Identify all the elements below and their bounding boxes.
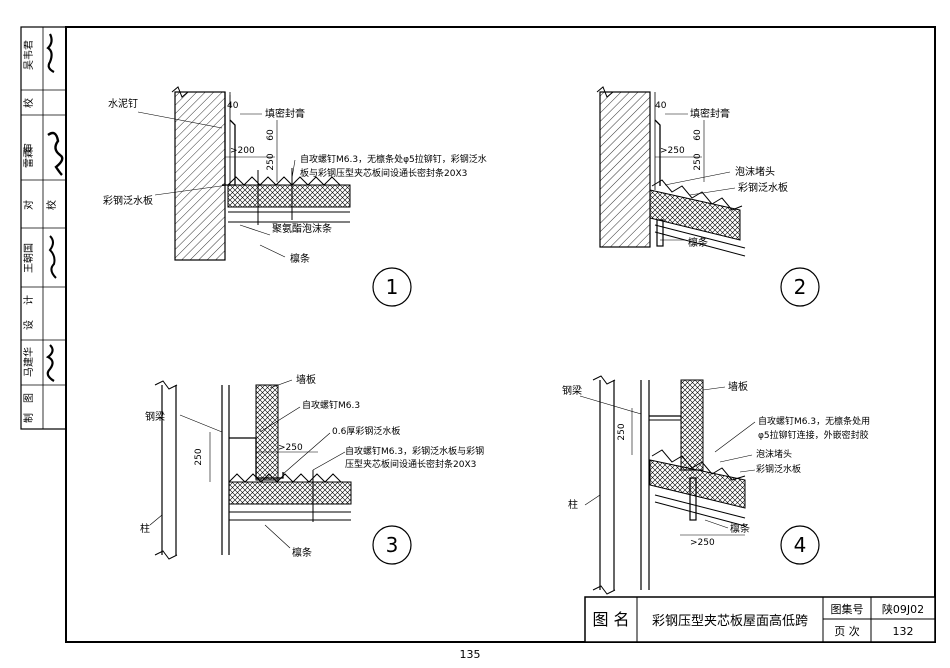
d4-label-beam: 钢梁 — [562, 384, 582, 397]
title-block-atlas-label: 图集号 — [831, 602, 864, 616]
d4-label-purlin: 檩条 — [730, 522, 750, 535]
d2-dim-250b: 250 — [693, 153, 703, 170]
side-cell-4: 对 — [22, 200, 35, 210]
d2-label-sealant: 填密封膏 — [690, 107, 730, 120]
d3-label-column: 柱 — [140, 522, 150, 535]
d4-number-circle — [780, 525, 820, 565]
detail-3: 250 >250 墙板 钢梁 自攻螺钉M6.3 0.6厚彩钢泛水板 自攻螺钉M6… — [140, 373, 484, 565]
d1-sandwich-panel — [227, 184, 351, 208]
side-cell-0: 吴韦君 — [23, 40, 35, 70]
d4-dim-250: 250 — [617, 423, 627, 440]
d4-label-column: 柱 — [568, 498, 578, 511]
d4-label-flashing: 彩钢泛水板 — [756, 463, 801, 475]
d3-wall-panel — [255, 384, 279, 481]
d1-wall — [174, 91, 226, 261]
detail-1: 40 60 250 >200 水泥钉 填密封膏 自攻螺钉M6.3，无檩条处φ5拉… — [103, 86, 487, 307]
d2-sandwich-panel — [649, 189, 741, 241]
d1-label-foam-strip: 聚氨酯泡沫条 — [272, 222, 332, 235]
d3-label-screw-note-1: 自攻螺钉M6.3，彩钢泛水板与彩钢 — [345, 445, 484, 457]
d1-number-circle — [372, 267, 412, 307]
side-cell-1: 校 — [22, 98, 35, 108]
title-block-name-label: 图 名 — [592, 610, 629, 629]
side-cell-5: 校 — [45, 200, 58, 210]
d4-number: 4 — [794, 533, 807, 557]
detail-4: 250 >250 钢梁 墙板 自攻螺钉M6.3，无檩条处用 φ5拉铆钉连接，外嵌… — [562, 375, 870, 595]
side-strip: 吴韦君 校 审 雷霖 对 校 王朝国 计 设 马建华 图 制 — [20, 26, 67, 430]
d1-label-flashing: 彩钢泛水板 — [103, 194, 153, 207]
signature-1 — [46, 33, 55, 73]
side-cell-10: 图 — [23, 393, 35, 403]
d4-label-screw-1: 自攻螺钉M6.3，无檩条处用 — [758, 415, 870, 427]
d3-number: 3 — [386, 533, 399, 557]
d3-label-purlin: 檩条 — [292, 546, 312, 559]
d4-dim-250b: >250 — [690, 538, 715, 548]
d3-label-screw-note-2: 压型夹芯板间设通长密封条20X3 — [345, 458, 476, 470]
d1-label-nail: 水泥钉 — [108, 97, 138, 110]
d2-label-purlin: 檩条 — [688, 236, 708, 249]
title-block-page-value: 132 — [893, 625, 914, 638]
d3-sandwich-panel — [228, 481, 352, 505]
page-number: 135 — [460, 648, 481, 661]
d1-number: 1 — [386, 275, 399, 299]
side-cell-11: 制 — [22, 413, 35, 423]
side-cell-8: 设 — [23, 320, 35, 330]
d2-dim-250a: >250 — [660, 146, 685, 156]
detail-2: 40 60 250 >250 填密封膏 泡沫堵头 彩钢泛水板 檩条 2 — [596, 86, 820, 307]
d1-label-purlin: 檩条 — [290, 252, 310, 265]
signature-4 — [45, 344, 55, 382]
d3-number-circle — [372, 525, 412, 565]
d2-number-circle — [780, 267, 820, 307]
d2-wall — [599, 91, 651, 248]
side-cell-2: 审 — [22, 143, 35, 153]
d2-number: 2 — [794, 275, 807, 299]
d3-label-screw: 自攻螺钉M6.3 — [302, 399, 360, 411]
d4-wall-panel — [680, 379, 704, 471]
signature-2 — [47, 131, 64, 176]
title-block-title: 彩钢压型夹芯板屋面高低跨 — [652, 613, 808, 629]
d1-label-screw-2: 板与彩钢压型夹芯板间设通长密封条20X3 — [300, 167, 467, 179]
d1-label-screw-1: 自攻螺钉M6.3，无檩条处φ5拉铆钉，彩钢泛水 — [300, 153, 487, 165]
d3-dim-250b: >250 — [278, 443, 303, 453]
d4-label-foam-plug: 泡沫堵头 — [756, 448, 792, 460]
side-cell-9: 马建华 — [22, 347, 35, 377]
d2-label-flashing: 彩钢泛水板 — [738, 181, 788, 194]
d3-label-wall-panel: 墙板 — [296, 373, 316, 386]
title-block-atlas-value: 陕09J02 — [882, 602, 924, 616]
side-cell-7: 计 — [22, 295, 35, 305]
d1-dim-40: 40 — [227, 101, 239, 111]
d1-dim-250: 250 — [266, 153, 276, 170]
side-cell-6: 王朝国 — [23, 243, 35, 273]
side-cell-3: 雷霖 — [23, 148, 35, 168]
title-block-page-label: 页 次 — [834, 624, 860, 638]
title-block: 图 名 彩钢压型夹芯板屋面高低跨 图集号 陕09J02 页 次 132 — [584, 596, 936, 643]
d1-label-sealant: 填密封膏 — [265, 107, 305, 120]
d3-label-flashing: 0.6厚彩钢泛水板 — [332, 425, 400, 437]
d1-dim-200: >200 — [230, 146, 255, 156]
d2-dim-60: 60 — [693, 129, 703, 141]
d1-dim-60: 60 — [266, 129, 276, 141]
d3-dim-250: 250 — [194, 448, 204, 465]
d2-dim-40: 40 — [655, 101, 667, 111]
d4-label-screw-2: φ5拉铆钉连接，外嵌密封胶 — [758, 429, 869, 441]
d4-label-wall-panel: 墙板 — [728, 380, 748, 393]
signature-3 — [48, 235, 57, 279]
d2-label-foam-plug: 泡沫堵头 — [735, 165, 775, 178]
d3-label-beam: 钢梁 — [145, 410, 165, 423]
